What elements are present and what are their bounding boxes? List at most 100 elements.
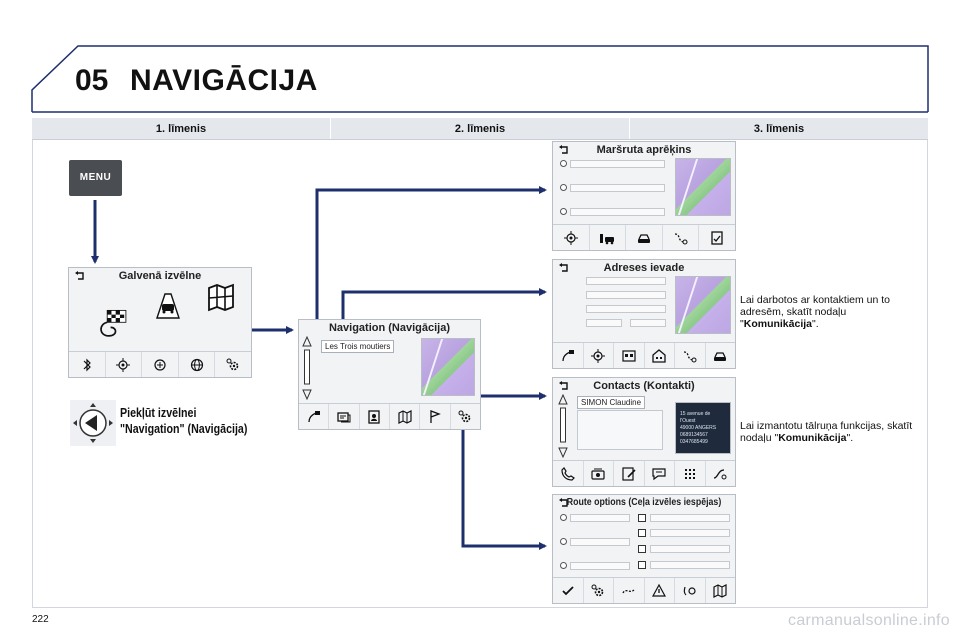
phonebook-icon[interactable] bbox=[584, 461, 614, 486]
menu-button[interactable]: MENU bbox=[69, 160, 122, 196]
option-checkbox-4[interactable] bbox=[638, 561, 646, 569]
contact-list-area bbox=[577, 410, 663, 450]
navigation-map-thumbnail[interactable] bbox=[421, 338, 475, 396]
back-icon[interactable] bbox=[558, 497, 570, 509]
contact-card-preview: 15 avenue de l'Ouest 49000 ANGERS 068913… bbox=[675, 402, 731, 454]
route-map-thumbnail[interactable] bbox=[675, 158, 731, 216]
route-field-2 bbox=[570, 184, 665, 192]
address-entry-icon-bar bbox=[553, 342, 735, 368]
content-frame bbox=[32, 140, 928, 608]
navigation-icon-bar bbox=[299, 403, 480, 429]
destination-search-field[interactable]: Les Trois moutiers bbox=[321, 340, 395, 353]
route-radio-3[interactable] bbox=[560, 208, 567, 215]
contact-search-field[interactable]: SIMON Claudine bbox=[577, 396, 646, 409]
target-icon[interactable] bbox=[584, 343, 614, 368]
voice-icon[interactable] bbox=[675, 578, 706, 603]
page-number: 222 bbox=[32, 614, 49, 625]
traffic-icon[interactable] bbox=[153, 290, 183, 320]
settings-icon[interactable] bbox=[451, 404, 480, 429]
option-radio-3[interactable] bbox=[560, 562, 567, 569]
contacts-note: Lai darbotos ar kontaktiem un to adresēm… bbox=[740, 294, 920, 330]
address-field-5[interactable] bbox=[630, 319, 666, 327]
header-frame bbox=[31, 45, 929, 113]
address-field-4[interactable] bbox=[586, 319, 622, 327]
contact-card-line: 0347685499 bbox=[680, 439, 708, 445]
checklist-icon[interactable] bbox=[699, 225, 735, 250]
phone-note-end: ". bbox=[846, 432, 854, 444]
option-check-field-1 bbox=[650, 514, 730, 522]
contact-card-line: 49000 ANGERS bbox=[680, 425, 717, 431]
option-radio-1[interactable] bbox=[560, 514, 567, 521]
back-icon[interactable] bbox=[74, 270, 86, 282]
list-scroller[interactable] bbox=[558, 394, 568, 458]
level-1-heading: 1. līmenis bbox=[32, 118, 331, 139]
contacts-note-end: ". bbox=[812, 318, 819, 330]
internet-icon[interactable] bbox=[179, 352, 216, 377]
radio-icon[interactable] bbox=[142, 352, 179, 377]
option-field-3 bbox=[570, 562, 630, 570]
route-radio-1[interactable] bbox=[560, 160, 567, 167]
list-scroller[interactable] bbox=[302, 336, 312, 400]
route-radio-2[interactable] bbox=[560, 184, 567, 191]
back-icon[interactable] bbox=[558, 380, 570, 392]
option-checkbox-1[interactable] bbox=[638, 514, 646, 522]
back-icon[interactable] bbox=[558, 262, 570, 274]
route-icon[interactable] bbox=[663, 225, 700, 250]
message-icon[interactable] bbox=[645, 461, 675, 486]
map-icon[interactable] bbox=[706, 578, 736, 603]
navigation-flag-icon[interactable] bbox=[97, 308, 131, 340]
contacts-icon-bar bbox=[553, 460, 735, 486]
level-3-heading: 3. līmenis bbox=[753, 123, 805, 135]
option-check-field-3 bbox=[650, 545, 730, 553]
car-icon[interactable] bbox=[706, 343, 736, 368]
address-entry-screen: Adreses ievade bbox=[552, 259, 736, 369]
poi-icon[interactable] bbox=[614, 343, 645, 368]
warning-icon[interactable] bbox=[645, 578, 675, 603]
option-checkbox-2[interactable] bbox=[638, 529, 646, 537]
call-log-icon[interactable] bbox=[706, 461, 736, 486]
map-icon[interactable] bbox=[390, 404, 421, 429]
contacts-note-chapter: Komunikācija bbox=[743, 318, 813, 330]
route-icon[interactable] bbox=[675, 343, 706, 368]
edit-icon[interactable] bbox=[614, 461, 645, 486]
address-field-3[interactable] bbox=[586, 305, 666, 313]
phone-note-text: Lai izmantotu tālruņa funkcijas, skatīt … bbox=[740, 420, 913, 444]
car-icon[interactable] bbox=[626, 225, 663, 250]
check-icon[interactable] bbox=[553, 578, 584, 603]
route-icon[interactable] bbox=[614, 578, 645, 603]
levels-bar: 1. līmenis 2. līmenis 3. līmenis bbox=[32, 118, 928, 140]
phone-note-chapter: Komunikācija bbox=[778, 432, 847, 444]
keypad-icon[interactable] bbox=[675, 461, 706, 486]
fuel-car-icon[interactable] bbox=[590, 225, 627, 250]
contacts-icon[interactable] bbox=[360, 404, 390, 429]
navigation-access-caption: Piekļūt izvēlnei "Navigation" (Navigācij… bbox=[120, 405, 247, 437]
map-icon[interactable] bbox=[205, 282, 237, 312]
settings-icon[interactable] bbox=[584, 578, 614, 603]
option-radio-2[interactable] bbox=[560, 538, 567, 545]
address-map-thumbnail[interactable] bbox=[675, 276, 731, 334]
message-icon[interactable] bbox=[329, 404, 360, 429]
option-field-2 bbox=[570, 538, 630, 546]
route-calculation-icon-bar bbox=[553, 224, 735, 250]
settings-icon[interactable] bbox=[215, 352, 251, 377]
route-options-title: Route options (Ceļa izvēles iespējas) bbox=[566, 497, 722, 508]
phone-icon[interactable] bbox=[553, 461, 584, 486]
destination-icon[interactable] bbox=[553, 343, 584, 368]
back-icon[interactable] bbox=[558, 144, 570, 156]
option-checkbox-3[interactable] bbox=[638, 545, 646, 553]
destination-icon[interactable] bbox=[299, 404, 330, 429]
bluetooth-music-icon[interactable] bbox=[69, 352, 106, 377]
joystick-navigation-icon[interactable] bbox=[70, 400, 116, 446]
flag-icon[interactable] bbox=[420, 404, 451, 429]
navigation-icon[interactable] bbox=[106, 352, 143, 377]
target-icon[interactable] bbox=[553, 225, 590, 250]
chapter-title: NAVIGĀCIJA bbox=[130, 64, 318, 97]
building-icon[interactable] bbox=[645, 343, 675, 368]
watermark: carmanualsonline.info bbox=[788, 612, 950, 629]
contacts-screen: Contacts (Kontakti) SIMON Claudine 15 av… bbox=[552, 377, 736, 487]
address-field-1[interactable] bbox=[586, 277, 666, 285]
route-calculation-screen: Maršruta aprēķins bbox=[552, 141, 736, 251]
chapter-number: 05 bbox=[75, 64, 109, 97]
main-menu-screen: Galvenā izvēlne bbox=[68, 267, 252, 378]
address-field-2[interactable] bbox=[586, 291, 666, 299]
